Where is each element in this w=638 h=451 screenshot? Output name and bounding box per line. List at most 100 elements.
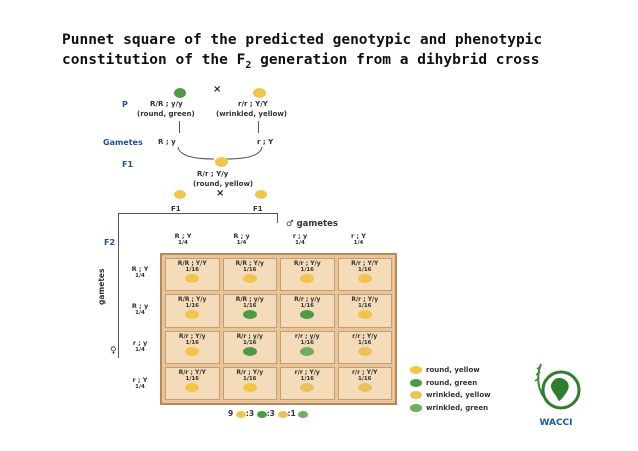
f1-right-label: F1 [253, 205, 263, 213]
f1-left-label: F1 [171, 205, 181, 213]
cell-genotype: R/r ; y/y [281, 296, 334, 303]
cell-genotype: R/R ; Y/y [166, 296, 219, 303]
cell-fraction: 1/16 [224, 340, 277, 346]
legend-pea-icon [410, 366, 422, 374]
title-line-2-tail: generation from a dihybrid cross [251, 52, 539, 68]
cell-pea-icon [358, 274, 372, 283]
cross-symbol: × [213, 84, 221, 95]
cell-genotype: r/r ; Y/y [339, 333, 392, 340]
cell-pea-icon [243, 383, 257, 392]
ratio-9: 9 [228, 409, 233, 418]
label-f2: F2 [104, 238, 115, 247]
cell-genotype: R/R ; y/y [224, 296, 277, 303]
cell-pea-icon [300, 310, 314, 319]
legend-pea-icon [410, 379, 422, 387]
ratio-round-yellow-icon [236, 411, 246, 418]
cell-fraction: 1/16 [339, 340, 392, 346]
legend-pea-icon [410, 391, 422, 399]
cell-fraction: 1/16 [281, 267, 334, 273]
f1-right-pea-icon [255, 190, 267, 199]
male-branch-line [277, 213, 278, 223]
column-fraction: 1/4 [222, 240, 262, 246]
punnett-cell: r/r ; Y/Y1/16 [338, 367, 393, 400]
cell-pea-icon [185, 347, 199, 356]
arrow-left-down [179, 121, 180, 133]
cell-genotype: R/r ; Y/Y [166, 369, 219, 376]
f1-genotype: R/r ; Y/y [197, 170, 228, 178]
wacci-emblem-icon [527, 356, 585, 414]
cell-pea-icon [243, 347, 257, 356]
cell-pea-icon [185, 310, 199, 319]
column-gamete: r ; Y [339, 232, 379, 240]
legend-label: wrinkled, green [426, 404, 488, 412]
cell-genotype: R/r ; Y/y [166, 333, 219, 340]
cell-pea-icon [358, 310, 372, 319]
cell-genotype: r/r ; y/y [281, 333, 334, 340]
cell-fraction: 1/16 [224, 267, 277, 273]
punnett-cell: R/R ; y/y1/16 [223, 294, 278, 327]
cell-fraction: 1/16 [224, 303, 277, 309]
cell-fraction: 1/16 [339, 303, 392, 309]
row-header: R ; Y1/4 [125, 265, 155, 279]
column-header: R ; y1/4 [222, 232, 262, 246]
cell-pea-icon [243, 274, 257, 283]
cell-fraction: 1/16 [166, 376, 219, 382]
cell-pea-icon [358, 383, 372, 392]
column-fraction: 1/4 [339, 240, 379, 246]
title-line-2-text: constitution of the F [62, 52, 245, 68]
cell-pea-icon [300, 274, 314, 283]
branch-line [118, 213, 278, 214]
cell-fraction: 1/16 [166, 303, 219, 309]
slide-title: Punnet square of the predicted genotypic… [62, 30, 582, 76]
wacci-text: WACCI [527, 418, 585, 428]
column-header: r ; Y1/4 [339, 232, 379, 246]
column-gamete: R ; y [222, 232, 262, 240]
ratio-wrinkled-yellow-icon [278, 411, 288, 418]
cell-pea-icon [300, 383, 314, 392]
parent-left-genotype: R/R ; y/y [150, 100, 183, 108]
row-fraction: 1/4 [125, 347, 155, 353]
title-line-2: constitution of the F2 generation from a… [62, 50, 582, 76]
cell-fraction: 1/16 [281, 376, 334, 382]
cell-fraction: 1/16 [166, 340, 219, 346]
cell-pea-icon [358, 347, 372, 356]
green-pea-icon [174, 88, 186, 98]
row-gamete: r ; y [125, 339, 155, 347]
punnett-cell: R/r ; Y/y1/16 [280, 258, 335, 291]
row-fraction: 1/4 [125, 384, 155, 390]
phenotype-ratio: 9 :3 :3 :1 [228, 409, 308, 418]
cell-pea-icon [185, 274, 199, 283]
cell-fraction: 1/16 [339, 267, 392, 273]
legend-item: wrinkled, green [410, 404, 488, 412]
punnett-cell: R/r ; y/y1/16 [223, 331, 278, 364]
label-p: P [122, 100, 128, 109]
female-branch-line [118, 213, 119, 358]
punnett-cell: R/r ; Y/Y1/16 [338, 258, 393, 291]
cell-genotype: R/R ; Y/y [224, 260, 277, 267]
cell-fraction: 1/16 [224, 376, 277, 382]
f1-left-pea-icon [174, 190, 186, 199]
legend-label: wrinkled, yellow [426, 391, 491, 399]
label-f1: F1 [122, 160, 133, 169]
parent-left-phenotype: (round, green) [137, 110, 195, 118]
cell-pea-icon [300, 347, 314, 356]
cell-genotype: R/r ; Y/y [281, 260, 334, 267]
legend-item: wrinkled, yellow [410, 391, 491, 399]
legend-label: round, yellow [426, 366, 480, 374]
cross-symbol-f1: × [216, 188, 224, 199]
punnett-cell: r/r ; Y/y1/16 [338, 331, 393, 364]
cell-genotype: R/r ; Y/Y [339, 260, 392, 267]
cell-pea-icon [243, 310, 257, 319]
cell-genotype: R/r ; Y/y [224, 369, 277, 376]
yellow-pea-icon [253, 88, 266, 98]
column-fraction: 1/4 [280, 240, 320, 246]
